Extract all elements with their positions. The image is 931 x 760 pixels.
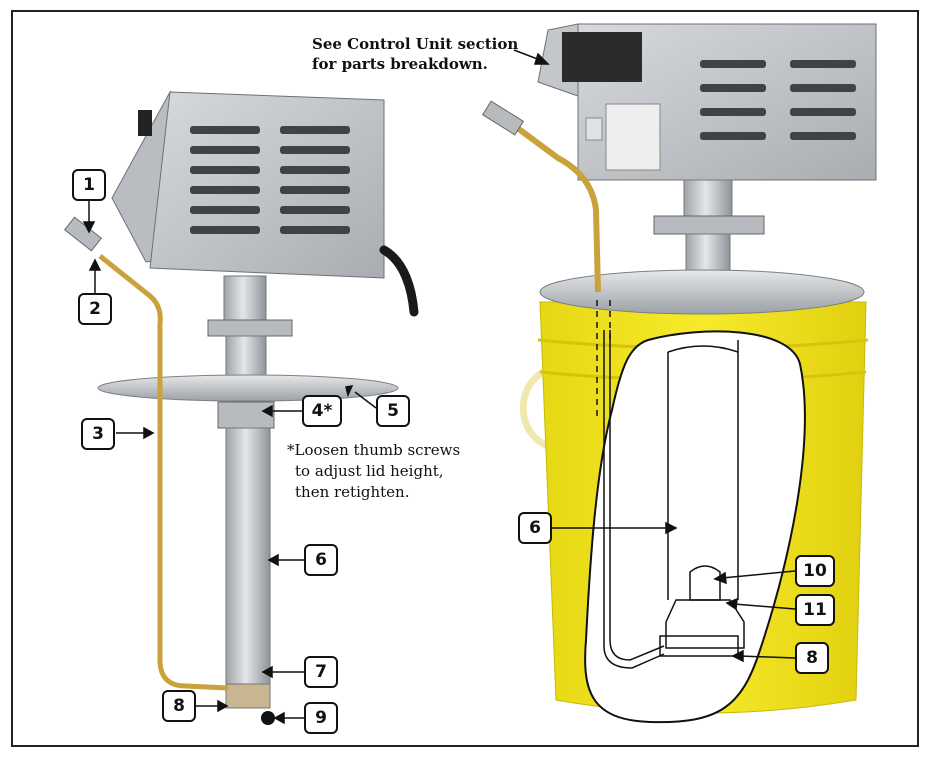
callout-3: 3	[81, 418, 115, 450]
right-leader-lines	[513, 49, 796, 663]
internal-tube	[603, 330, 745, 669]
callout-6-right: 6	[518, 512, 552, 544]
left-strainer-cap	[261, 711, 275, 725]
left-leader-lines	[82, 201, 377, 725]
left-lid	[97, 374, 399, 402]
left-tube-collar	[217, 401, 275, 429]
right-pump	[481, 23, 877, 724]
right-hose-fitting	[481, 100, 525, 136]
left-vents	[190, 126, 350, 234]
lid-height-note-line2: to adjust lid height,	[295, 462, 444, 480]
callout-1: 1	[72, 169, 106, 201]
pail-handle	[519, 366, 550, 450]
lid-height-note: *Loosen thumb screws to adjust lid heigh…	[287, 440, 460, 503]
callout-2: 2	[78, 293, 112, 325]
control-unit-note-line1: See Control Unit section	[312, 35, 519, 53]
right-indicator	[585, 117, 603, 141]
lid-height-note-line1: *Loosen thumb screws	[287, 441, 461, 459]
right-clamp	[653, 215, 765, 235]
callout-6-left: 6	[304, 544, 338, 576]
left-power-cord	[379, 245, 419, 317]
left-control-box	[149, 91, 385, 279]
left-inlet-fitting	[225, 683, 271, 709]
callout-7: 7	[304, 656, 338, 688]
callout-5: 5	[376, 395, 410, 427]
control-unit-note-line2: for parts breakdown.	[312, 55, 488, 73]
left-shaft-upper	[223, 275, 267, 325]
callout-8-left: 8	[162, 690, 196, 722]
right-label-plate	[562, 32, 642, 82]
left-power-switch	[138, 110, 152, 136]
callout-11: 11	[795, 594, 835, 626]
right-shaft-upper	[683, 179, 733, 223]
left-hose	[98, 254, 229, 691]
left-pump	[63, 90, 419, 725]
callout-8-right: 8	[795, 642, 829, 674]
callout-4: 4*	[302, 395, 342, 427]
right-vents	[700, 60, 856, 140]
right-info-plate	[605, 103, 661, 171]
left-pump-tube	[225, 427, 271, 687]
callout-10: 10	[795, 555, 835, 587]
control-unit-note: See Control Unit section for parts break…	[312, 34, 518, 74]
lid-height-note-line3: then retighten.	[295, 483, 410, 501]
left-clamp	[207, 319, 293, 337]
left-hose-fitting	[63, 216, 103, 252]
callout-9: 9	[304, 702, 338, 734]
right-hose	[510, 121, 601, 293]
right-lid	[539, 269, 865, 315]
